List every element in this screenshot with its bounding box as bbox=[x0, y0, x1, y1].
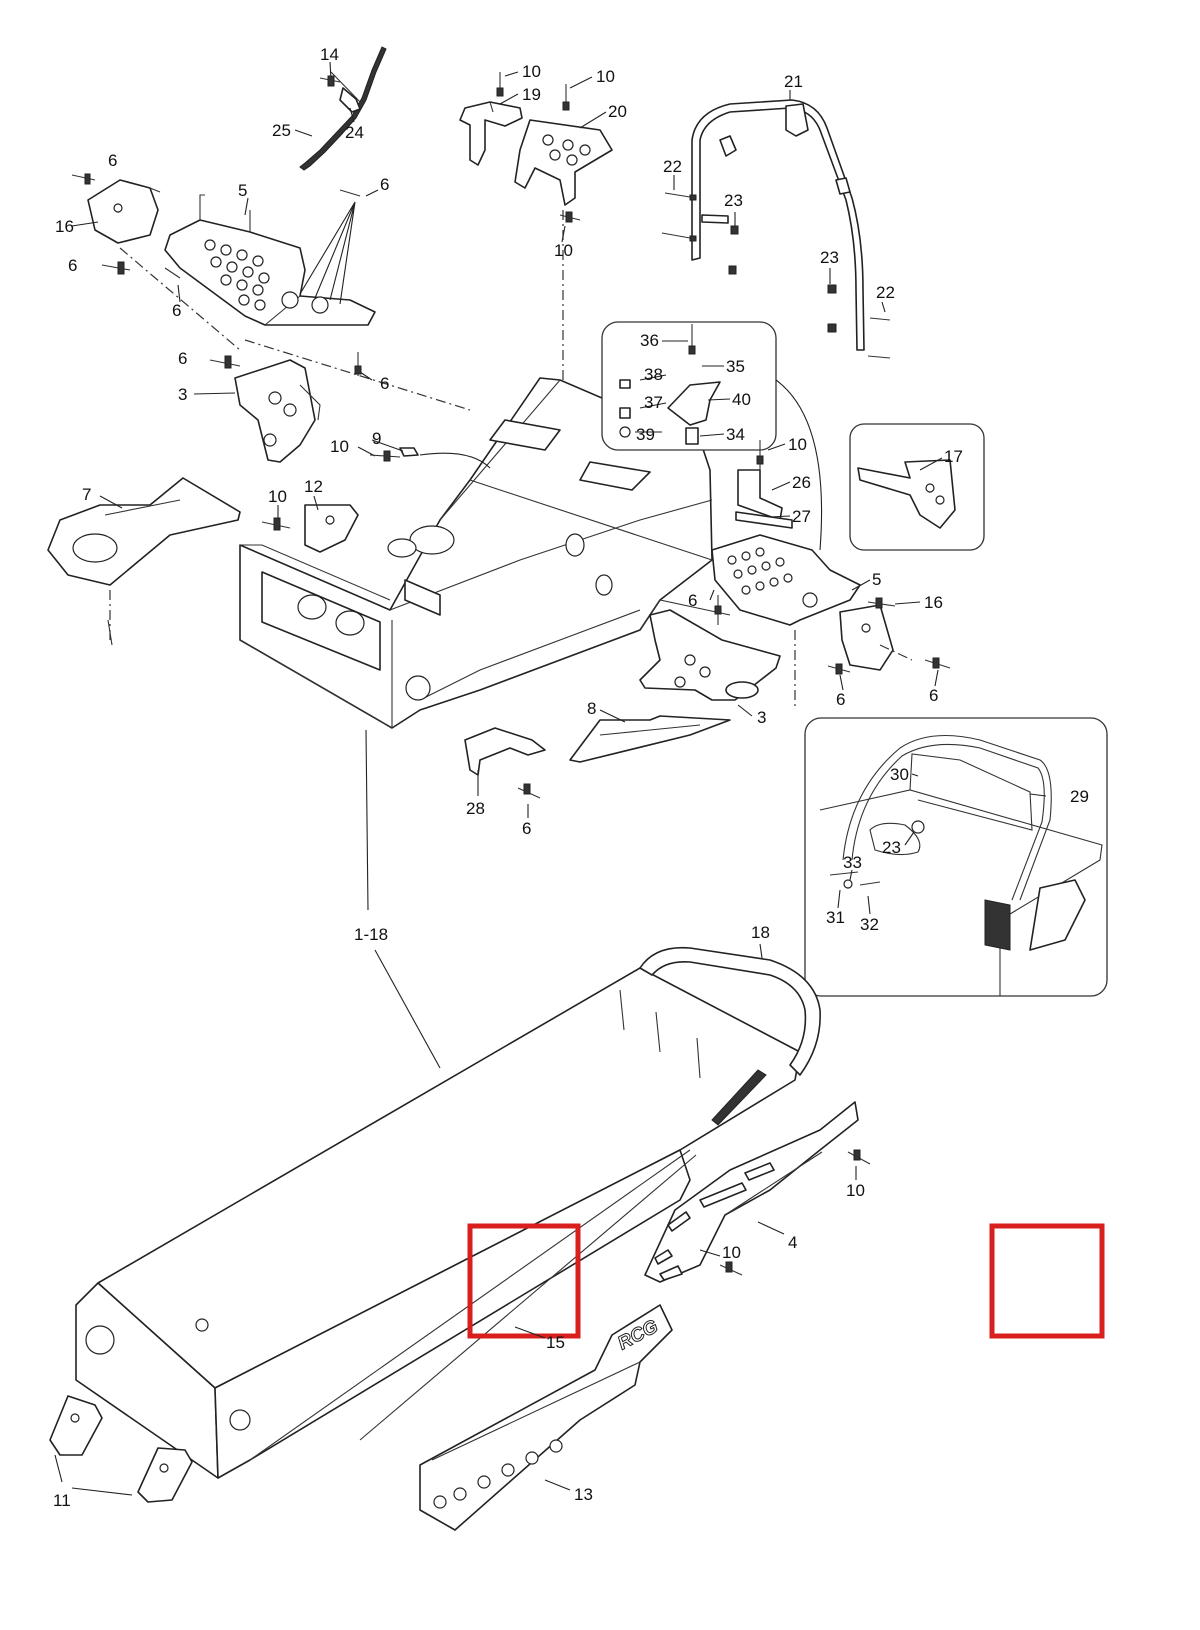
callout-30: 30 bbox=[890, 765, 909, 784]
callout-31: 31 bbox=[826, 908, 845, 927]
callout-3: 3 bbox=[178, 385, 187, 404]
callout-38: 38 bbox=[644, 365, 663, 384]
part-16-right-bracket bbox=[839, 604, 894, 671]
callout-23: 23 bbox=[724, 191, 743, 210]
callout-15: 15 bbox=[546, 1333, 565, 1352]
part-5-right-support bbox=[711, 534, 861, 626]
callout-6: 6 bbox=[172, 301, 181, 320]
callout-6: 6 bbox=[68, 256, 77, 275]
highlight-box-tunnel bbox=[467, 1223, 581, 1339]
callout-5: 5 bbox=[238, 181, 247, 200]
callout-4: 4 bbox=[788, 1233, 797, 1252]
callout-5: 5 bbox=[872, 570, 881, 589]
callout-33: 33 bbox=[843, 853, 862, 872]
detail-inset-handle-29 bbox=[804, 717, 1108, 997]
part-1-main-chassis bbox=[239, 377, 731, 729]
callout-3: 3 bbox=[757, 708, 766, 727]
callout-34: 34 bbox=[726, 425, 745, 444]
callout-25: 25 bbox=[272, 121, 291, 140]
part-21-handlebar bbox=[691, 99, 865, 351]
callout-6: 6 bbox=[522, 819, 531, 838]
callout-27: 27 bbox=[792, 507, 811, 526]
callout-1-18: 1-18 bbox=[354, 925, 388, 944]
callout-23: 23 bbox=[882, 838, 901, 857]
callout-40: 40 bbox=[732, 390, 751, 409]
callout-10: 10 bbox=[788, 435, 807, 454]
callout-29: 29 bbox=[1070, 787, 1089, 806]
callout-32: 32 bbox=[860, 915, 879, 934]
callout-13: 13 bbox=[574, 1485, 593, 1504]
part-9-clip bbox=[399, 447, 419, 457]
part-8-skid bbox=[569, 715, 731, 763]
callout-18: 18 bbox=[751, 923, 770, 942]
part-13-running-board bbox=[419, 1304, 673, 1531]
callout-22: 22 bbox=[663, 157, 682, 176]
callout-6: 6 bbox=[380, 374, 389, 393]
callout-20: 20 bbox=[608, 102, 627, 121]
part-19-bracket bbox=[459, 101, 523, 166]
callout-24: 24 bbox=[345, 123, 364, 142]
callout-22: 22 bbox=[876, 283, 895, 302]
part-5-left-support bbox=[164, 194, 376, 326]
part-25-strap bbox=[299, 46, 387, 171]
callout-6: 6 bbox=[836, 690, 845, 709]
part-28-bracket bbox=[464, 727, 546, 776]
part-11-plates bbox=[49, 1395, 193, 1503]
callout-14: 14 bbox=[320, 45, 339, 64]
callout-7: 7 bbox=[82, 485, 91, 504]
callout-35: 35 bbox=[726, 357, 745, 376]
callout-9: 9 bbox=[372, 429, 381, 448]
part-4-rail bbox=[644, 1101, 859, 1283]
callout-10: 10 bbox=[722, 1243, 741, 1262]
callout-10: 10 bbox=[596, 67, 615, 86]
callout-10: 10 bbox=[554, 241, 573, 260]
callout-10: 10 bbox=[268, 487, 287, 506]
callout-10: 10 bbox=[846, 1181, 865, 1200]
callout-12: 12 bbox=[304, 477, 323, 496]
leader-lines bbox=[54, 61, 1047, 1496]
callout-23: 23 bbox=[820, 248, 839, 267]
callout-39: 39 bbox=[636, 425, 655, 444]
callout-21: 21 bbox=[784, 72, 803, 91]
callout-6: 6 bbox=[178, 349, 187, 368]
callout-10: 10 bbox=[330, 437, 349, 456]
callout-6: 6 bbox=[929, 686, 938, 705]
callout-8: 8 bbox=[587, 699, 596, 718]
part-20-plate bbox=[514, 119, 613, 206]
callout-labels: 14 25 24 10 19 10 20 10 21 22 23 23 22 6… bbox=[53, 45, 1089, 1510]
callout-28: 28 bbox=[466, 799, 485, 818]
part-3-left-bracket bbox=[234, 359, 321, 463]
part-12-bracket bbox=[304, 504, 359, 553]
callout-19: 19 bbox=[522, 85, 541, 104]
callout-36: 36 bbox=[640, 331, 659, 350]
callout-17: 17 bbox=[944, 447, 963, 466]
callout-6: 6 bbox=[380, 175, 389, 194]
callout-6: 6 bbox=[688, 591, 697, 610]
highlight-box-empty bbox=[989, 1223, 1105, 1339]
part-3-right-bracket bbox=[639, 609, 781, 701]
part-17-bracket bbox=[857, 459, 956, 529]
callout-37: 37 bbox=[644, 393, 663, 412]
callout-16: 16 bbox=[55, 217, 74, 236]
part-1-18-tunnel bbox=[75, 946, 821, 1479]
callout-6: 6 bbox=[108, 151, 117, 170]
part-7-cover bbox=[47, 477, 241, 586]
callout-10: 10 bbox=[522, 62, 541, 81]
callout-16: 16 bbox=[924, 593, 943, 612]
part-29-handle-detail bbox=[819, 734, 1103, 996]
fasteners bbox=[71, 72, 951, 1276]
callout-11: 11 bbox=[53, 1491, 71, 1510]
part-26-bracket bbox=[735, 469, 793, 529]
part-16-left-bracket bbox=[87, 179, 161, 244]
callout-26: 26 bbox=[792, 473, 811, 492]
